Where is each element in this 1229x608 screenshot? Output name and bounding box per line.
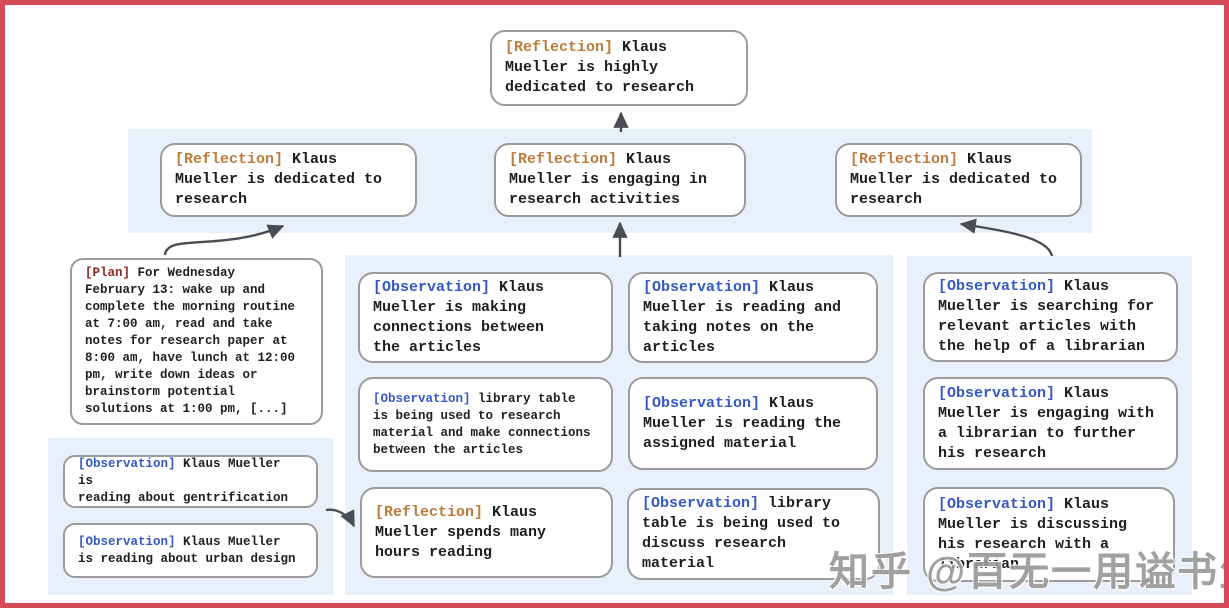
- reflection-tag: [Reflection]: [375, 503, 484, 521]
- observation-tag: [Observation]: [938, 384, 1056, 402]
- observation-tag: [Observation]: [642, 495, 760, 512]
- node-text: Klaus Mueller is reading and taking note…: [643, 278, 842, 356]
- node-plan: [Plan]For Wednesday February 13: wake up…: [70, 258, 323, 425]
- reflection-tag: [Reflection]: [505, 39, 614, 56]
- observation-tag: [Observation]: [643, 278, 761, 296]
- observation-tag: [Observation]: [373, 391, 471, 406]
- node-reflection-hours-reading: [Reflection]Klaus Mueller spends many ho…: [360, 487, 613, 578]
- node-obs-assigned-material: [Observation]Klaus Mueller is reading th…: [628, 377, 878, 470]
- node-obs-discussing-research: [Observation]Klaus Mueller is discussing…: [923, 487, 1175, 582]
- node-text: Klaus Mueller is highly dedicated to res…: [505, 39, 695, 96]
- node-text: library table is being used to discuss r…: [642, 495, 841, 572]
- node-text: Klaus Mueller is engaging with a librari…: [938, 384, 1155, 462]
- node-obs-gentrification: [Observation]Klaus Mueller is reading ab…: [63, 455, 318, 508]
- node-obs-library-discuss: [Observation]library table is being used…: [627, 488, 880, 580]
- node-text: Klaus Mueller is reading about urban des…: [78, 534, 296, 566]
- observation-tag: [Observation]: [938, 495, 1056, 513]
- observation-tag: [Observation]: [373, 278, 491, 296]
- node-obs-urban-design: [Observation]Klaus Mueller is reading ab…: [63, 523, 318, 578]
- node-obs-library-research: [Observation]library table is being used…: [358, 377, 613, 472]
- observation-tag: [Observation]: [78, 457, 176, 471]
- reflection-tag: [Reflection]: [850, 151, 959, 168]
- node-text: For Wednesday February 13: wake up and c…: [85, 266, 296, 416]
- node-text: Klaus Mueller is making connections betw…: [373, 278, 545, 356]
- node-root-reflection: [Reflection]Klaus Mueller is highly dedi…: [490, 30, 748, 106]
- plan-tag: [Plan]: [85, 266, 131, 280]
- reflection-tag: [Reflection]: [509, 151, 618, 168]
- node-obs-engaging-librarian: [Observation]Klaus Mueller is engaging w…: [923, 377, 1178, 470]
- reflection-tag: [Reflection]: [175, 151, 284, 168]
- node-text: Klaus Mueller is reading about gentrific…: [78, 457, 289, 505]
- node-text: library table is being used to research …: [373, 391, 591, 457]
- node-obs-taking-notes: [Observation]Klaus Mueller is reading an…: [628, 272, 878, 363]
- node-text: Klaus Mueller is dedicated to research: [850, 151, 1058, 208]
- node-reflection-engaging: [Reflection]Klaus Mueller is engaging in…: [494, 143, 746, 217]
- node-text: Klaus Mueller is searching for relevant …: [938, 278, 1155, 355]
- node-obs-making-connections: [Observation]Klaus Mueller is making con…: [358, 272, 613, 363]
- node-text: Klaus Mueller is engaging in research ac…: [509, 151, 708, 208]
- node-text: Klaus Mueller spends many hours reading: [375, 503, 547, 561]
- observation-tag: [Observation]: [938, 278, 1056, 295]
- node-reflection-dedicated-right: [Reflection]Klaus Mueller is dedicated t…: [835, 143, 1082, 217]
- node-text: Klaus Mueller is reading the assigned ma…: [643, 394, 842, 452]
- node-obs-searching-articles: [Observation]Klaus Mueller is searching …: [923, 272, 1178, 362]
- node-text: Klaus Mueller is discussing his research…: [938, 495, 1128, 573]
- observation-tag: [Observation]: [78, 534, 176, 549]
- node-text: Klaus Mueller is dedicated to research: [175, 151, 383, 208]
- observation-tag: [Observation]: [643, 394, 761, 412]
- node-reflection-dedicated-left: [Reflection]Klaus Mueller is dedicated t…: [160, 143, 417, 217]
- zhihu-watermark: 知乎 @百无一用谥书生: [829, 550, 1229, 594]
